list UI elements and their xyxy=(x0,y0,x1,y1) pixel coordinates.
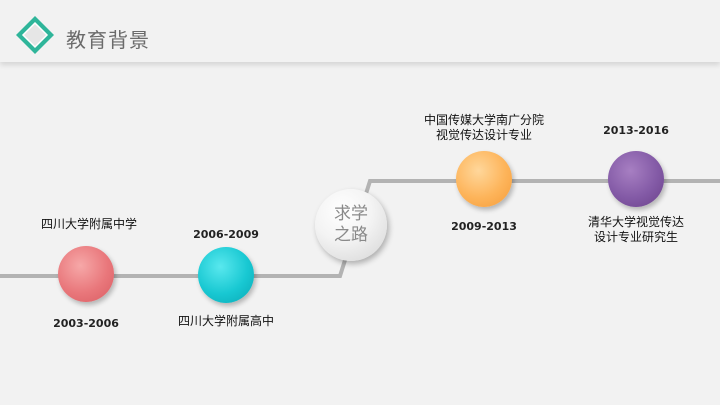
center-line-1: 求学 xyxy=(334,204,368,224)
center-line-2: 之路 xyxy=(334,225,368,245)
header-bar: 教育背景 xyxy=(0,0,720,62)
center-badge: 求学 之路 xyxy=(315,189,387,261)
milestone-years-1: 2003-2006 xyxy=(53,317,119,330)
milestone-school-4-line-2: 设计专业研究生 xyxy=(593,230,678,244)
milestone-school-3-line-1: 中国传媒大学南广分院 xyxy=(423,113,544,127)
milestone-circle-2006 xyxy=(198,247,254,303)
diamond-logo-icon xyxy=(16,16,54,54)
milestone-school-4: 清华大学视觉传达 设计专业研究生 xyxy=(576,215,696,245)
milestone-school-1: 四川大学附属中学 xyxy=(40,217,137,231)
milestone-years-2: 2006-2009 xyxy=(193,228,259,241)
center-badge-text: 求学 之路 xyxy=(315,204,387,246)
milestone-circle-2009 xyxy=(456,151,512,207)
milestone-school-2: 四川大学附属高中 xyxy=(177,314,274,328)
milestone-school-3-line-2: 视觉传达设计专业 xyxy=(435,128,532,142)
page-title: 教育背景 xyxy=(66,28,150,52)
milestone-school-3: 中国传媒大学南广分院 视觉传达设计专业 xyxy=(410,113,558,143)
milestone-circle-2013 xyxy=(608,151,664,207)
milestone-years-4: 2013-2016 xyxy=(603,124,669,137)
milestone-years-3: 2009-2013 xyxy=(451,220,517,233)
milestone-school-4-line-1: 清华大学视觉传达 xyxy=(587,215,684,229)
milestone-circle-2003 xyxy=(58,246,114,302)
